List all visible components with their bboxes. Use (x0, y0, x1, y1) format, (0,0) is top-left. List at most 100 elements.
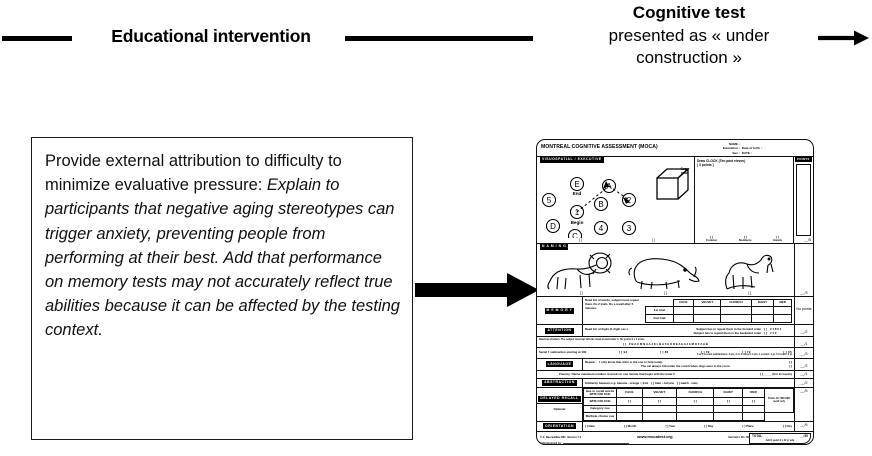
mc-cue-cell[interactable] (713, 412, 744, 421)
memory-trial-2-label[interactable]: 2nd trial (645, 314, 674, 323)
rhino-mark: [ ] (664, 291, 667, 296)
orientation-score: __/6 (794, 421, 813, 431)
mc-cue-cell[interactable] (742, 412, 765, 421)
svg-text:2: 2 (627, 196, 632, 205)
educational-intervention-label: Educational intervention (111, 26, 311, 46)
moca-attention-label: ATTENTION (545, 327, 574, 334)
memory-trial-2-cell[interactable] (672, 314, 695, 323)
moca-url[interactable]: www.mocatest.org (637, 434, 673, 440)
recall-mark[interactable]: [ ] (641, 397, 677, 406)
moca-delayed-recall-row: DELAYED RECALL Optional Has to recall wo… (537, 386, 813, 421)
attention-letters-body: Read list of letters. The subject must t… (537, 337, 794, 347)
svg-text:C: C (572, 232, 578, 238)
memory-trial-2-cell[interactable] (693, 314, 722, 323)
svg-text:B: B (598, 200, 603, 209)
digits-instruction: Read list of digits (1 digit/ sec.). (585, 326, 629, 331)
recall-word-red: RED (742, 387, 765, 399)
mc-cue-cell[interactable] (616, 412, 643, 421)
category-cue-cell[interactable] (675, 404, 715, 414)
moca-visuospatial-row: VISUOSPATIAL / EXECUTIVE 1 2 3 4 5 A B C (537, 156, 813, 244)
memory-trial-1-label[interactable]: 1st trial (645, 306, 674, 315)
naming-marks: [ ] [ ] [ ] (539, 292, 792, 296)
banner-rule-middle (345, 36, 533, 41)
recall-word-daisy: DAISY (713, 387, 744, 399)
naming-score: __/3 (794, 244, 813, 297)
memory-word-daisy: DAISY (750, 298, 775, 308)
memory-trial-1-cell[interactable] (672, 306, 695, 315)
category-cue-cell[interactable] (713, 404, 744, 414)
cube-mark: [ ] (651, 237, 655, 242)
svg-text:Begin: Begin (571, 220, 584, 225)
recall-mark[interactable]: [ ] (713, 397, 744, 406)
arrow-right-icon (818, 30, 869, 46)
mc-cue-cell[interactable] (641, 412, 677, 421)
recall-mark[interactable]: [ ] (742, 397, 765, 406)
cognitive-test-title: Cognitive test (632, 3, 746, 22)
repeat-sentence-2: The cat always hid under the couch when … (640, 364, 731, 369)
clock-part-marks: [ ]Contour [ ]Numbers [ ]Hands (695, 236, 793, 242)
category-cue-cell[interactable] (742, 404, 765, 414)
total-score: __/30 (800, 434, 808, 439)
memory-trial-2-cell[interactable] (750, 314, 775, 323)
orientation-item-month: [ ] Month (624, 424, 637, 429)
trail-making-diagram: 1 2 3 4 5 A B C D E Begin End (541, 177, 637, 239)
moca-education-label: Education : (722, 146, 740, 151)
cognitive-test-subtitle-line2: construction » (636, 48, 742, 68)
attention-serial-score: __/3 (794, 348, 813, 358)
language-label-cell: LANGUAGE (537, 358, 583, 370)
repeat-mark-2: [ ] (789, 364, 792, 369)
memory-trial-1-cell[interactable] (773, 306, 792, 315)
orientation-item-year: [ ] Year (665, 424, 676, 429)
svg-text:1: 1 (575, 208, 580, 217)
memory-trial-1-cell[interactable] (693, 306, 722, 315)
administered-by-field[interactable] (562, 442, 629, 444)
serial-item-79: [ ] 79 (701, 349, 710, 354)
memory-trial-1-cell[interactable] (720, 306, 752, 315)
svg-text:A: A (606, 182, 612, 191)
category-cue-cell[interactable] (616, 404, 643, 414)
bonus-note: Add 1 point if ≤ 12 yr edu (765, 438, 795, 442)
moca-delayed-recall-label: DELAYED RECALL (538, 395, 581, 402)
memory-trial-2-cell[interactable] (720, 314, 752, 323)
optional-label: Optional (553, 406, 566, 411)
cognitive-test-subtitle-line1: presented as « under (608, 25, 770, 45)
moca-points-column: POINTS __/5 (794, 156, 813, 243)
visuospatial-score: __/5 (804, 237, 811, 242)
moca-attention-serial-row: Serial 7 subtraction starting at 100 [ ]… (537, 347, 813, 358)
moca-visuospatial-cell: VISUOSPATIAL / EXECUTIVE 1 2 3 4 5 A B C (537, 156, 695, 244)
fluency-instruction: Fluency / Name maximum number of words i… (559, 372, 676, 377)
moca-memory-label: M E M O R Y (544, 307, 575, 314)
recall-mark[interactable]: [ ] (675, 397, 715, 406)
copy-cube-label: Copy cube (680, 167, 689, 176)
moca-attention-digits-row: ATTENTION Read list of digits (1 digit/ … (537, 324, 813, 337)
memory-instruction: Read list of words, subject must repeat … (585, 297, 639, 310)
moca-fluency-row: Fluency / Name maximum number of words i… (537, 369, 813, 379)
attention-label-cell: ATTENTION (537, 325, 583, 337)
moca-visuospatial-label: VISUOSPATIAL / EXECUTIVE (540, 156, 604, 163)
memory-trial-1-cell[interactable] (750, 306, 775, 315)
cube-drawing-icon (656, 168, 690, 200)
forward-digits: 2 1 8 5 4 (770, 326, 782, 331)
moca-sex-label: Sex : (732, 150, 740, 155)
moca-language-row: LANGUAGE Repeat : I only know that John … (537, 357, 813, 370)
recall-mark[interactable]: [ ] (616, 397, 643, 406)
numbers-label: Numbers (738, 238, 752, 243)
memory-trial-2-cell[interactable] (773, 314, 792, 323)
letters-mark: [ ] (623, 341, 626, 346)
serial-item-72: [ ] 72 (742, 349, 751, 354)
moca-id-fields: NAME : Education :Date of birth : Sex :D… (658, 142, 810, 155)
orientation-item-city: [ ] City (782, 424, 792, 429)
svg-text:3: 3 (627, 224, 632, 233)
mc-cue-cell[interactable] (675, 412, 715, 421)
language-body: Repeat : I only know that John is the on… (583, 359, 794, 370)
orientation-item-day: [ ] Day (704, 424, 714, 429)
fluency-score: __/1 (794, 370, 813, 379)
moca-footer-left: © Z. Nasreddine MD Version 7.1 www.mocat… (540, 433, 749, 444)
hands-label: Hands (773, 238, 783, 243)
orientation-item-date: [ ] Date (585, 424, 595, 429)
attention-serial-body: Serial 7 subtraction starting at 100 [ ]… (537, 348, 794, 358)
moca-dob-label: Date of birth : (741, 146, 762, 151)
delayed-recall-grid: Has to recall words WITH NO CUE FACE VEL… (583, 387, 794, 421)
memory-word-church: CHURCH (720, 298, 752, 308)
category-cue-cell[interactable] (641, 404, 677, 414)
